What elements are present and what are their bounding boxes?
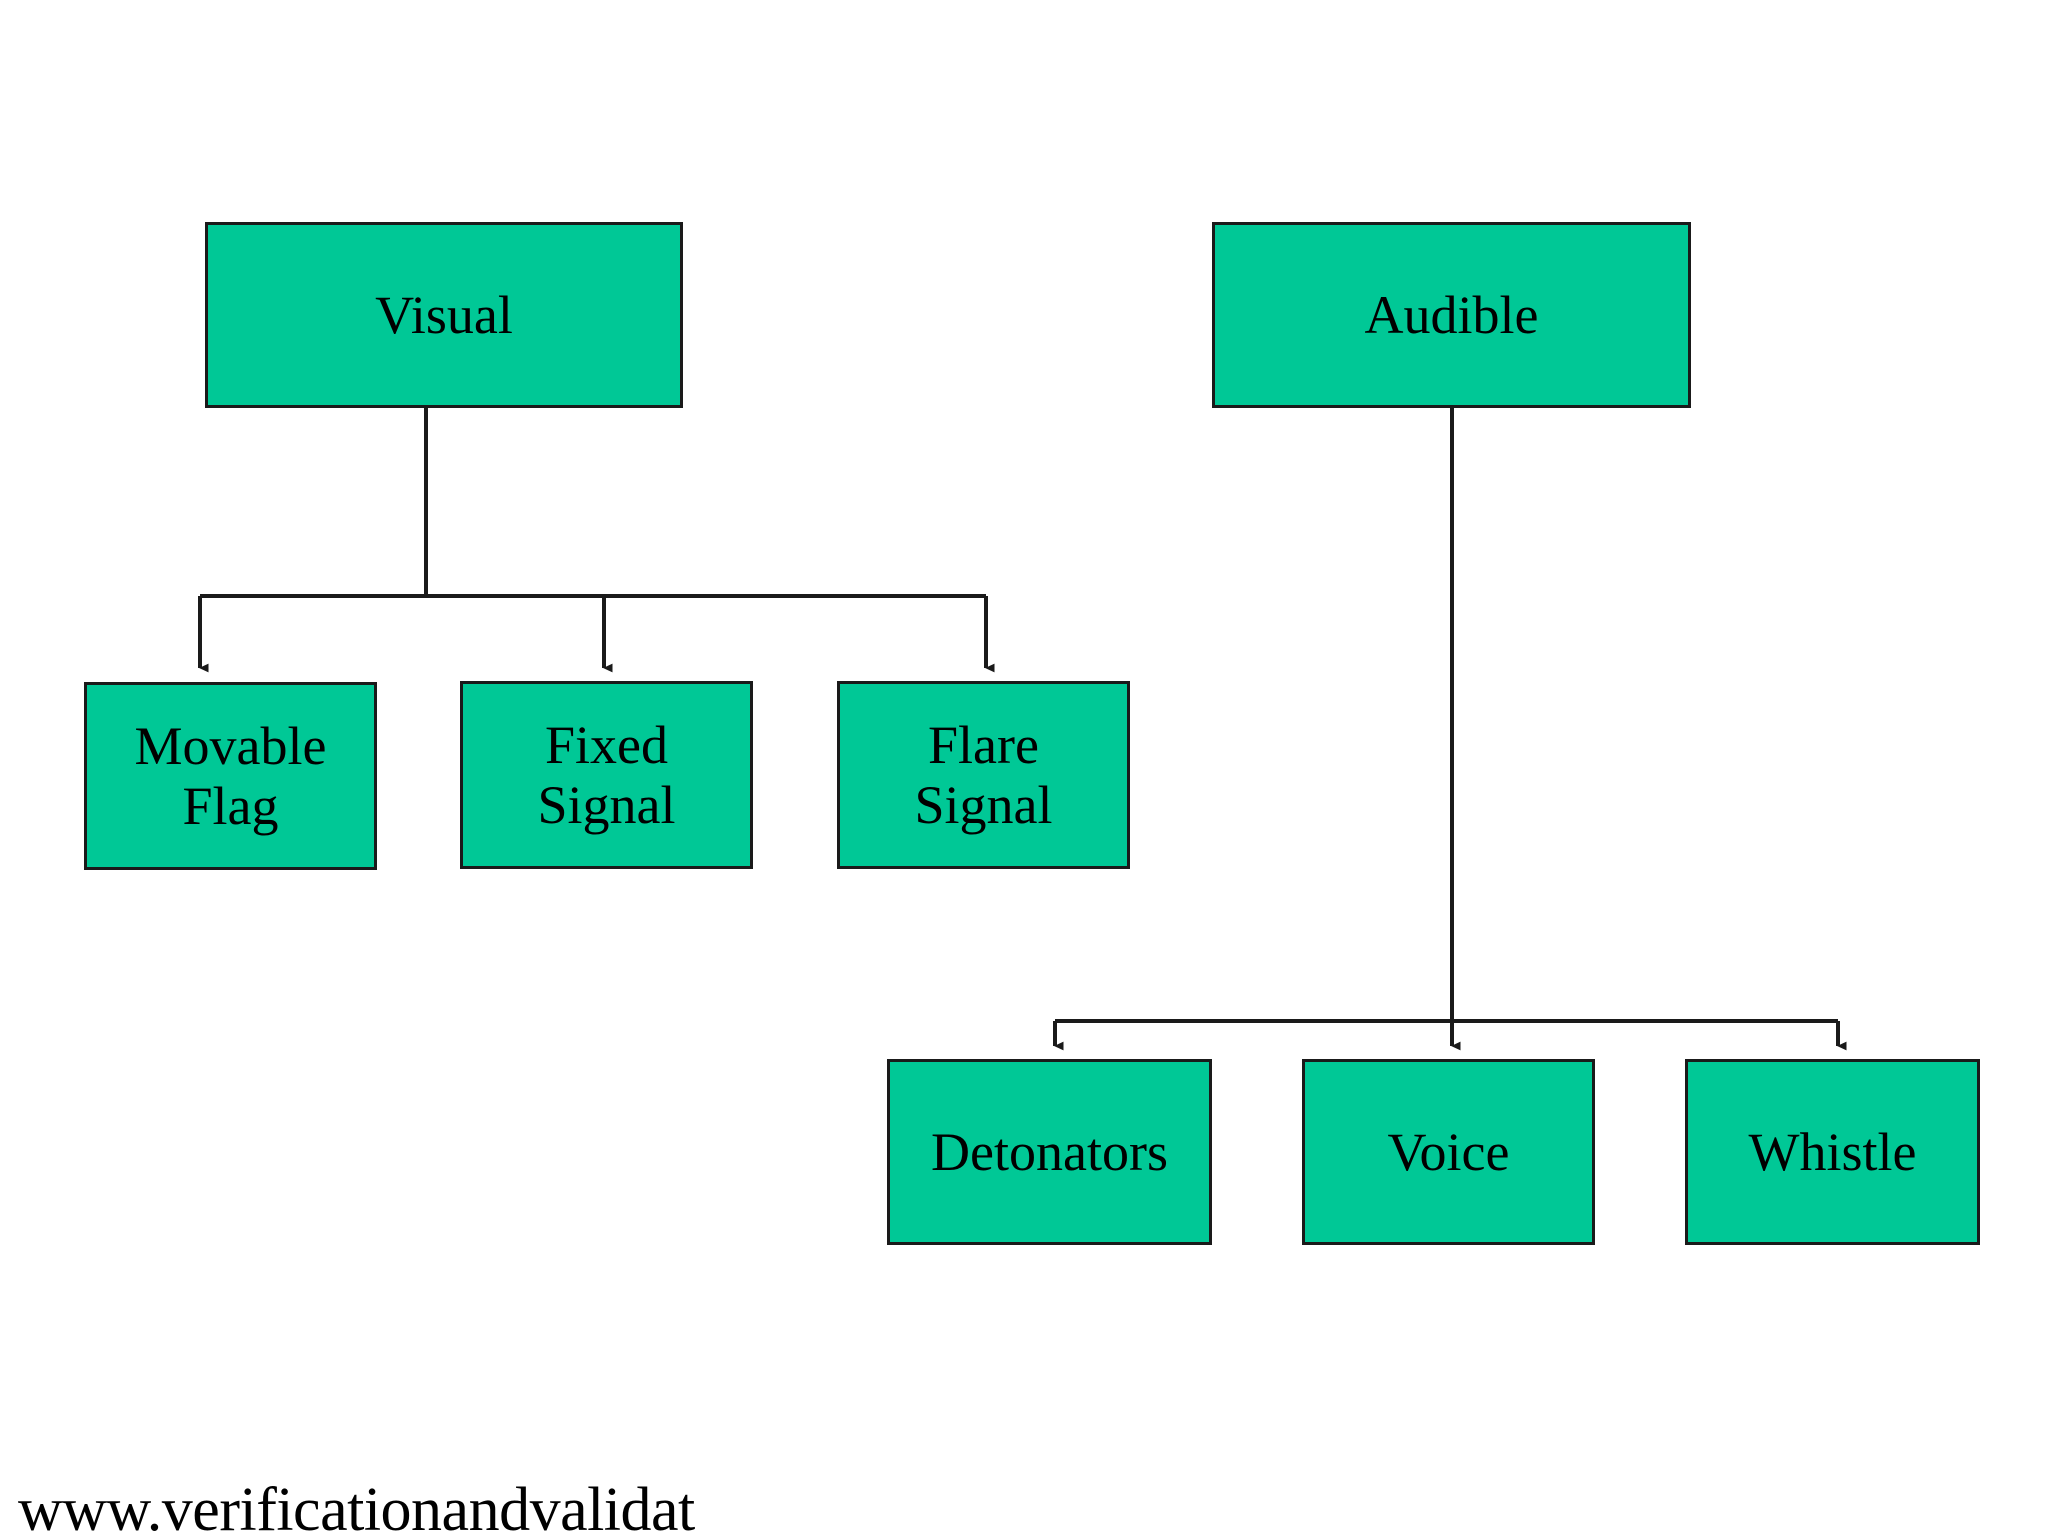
node-movable-flag[interactable]: Movable Flag	[84, 682, 377, 870]
node-whistle[interactable]: Whistle	[1685, 1059, 1980, 1245]
footer-url: www.verificationandvalidat	[18, 1476, 695, 1536]
node-voice[interactable]: Voice	[1302, 1059, 1595, 1245]
node-flare-signal[interactable]: Flare Signal	[837, 681, 1130, 869]
node-visual[interactable]: Visual	[205, 222, 683, 408]
node-detonators[interactable]: Detonators	[887, 1059, 1212, 1245]
node-audible[interactable]: Audible	[1212, 222, 1691, 408]
node-fixed-signal[interactable]: Fixed Signal	[460, 681, 753, 869]
